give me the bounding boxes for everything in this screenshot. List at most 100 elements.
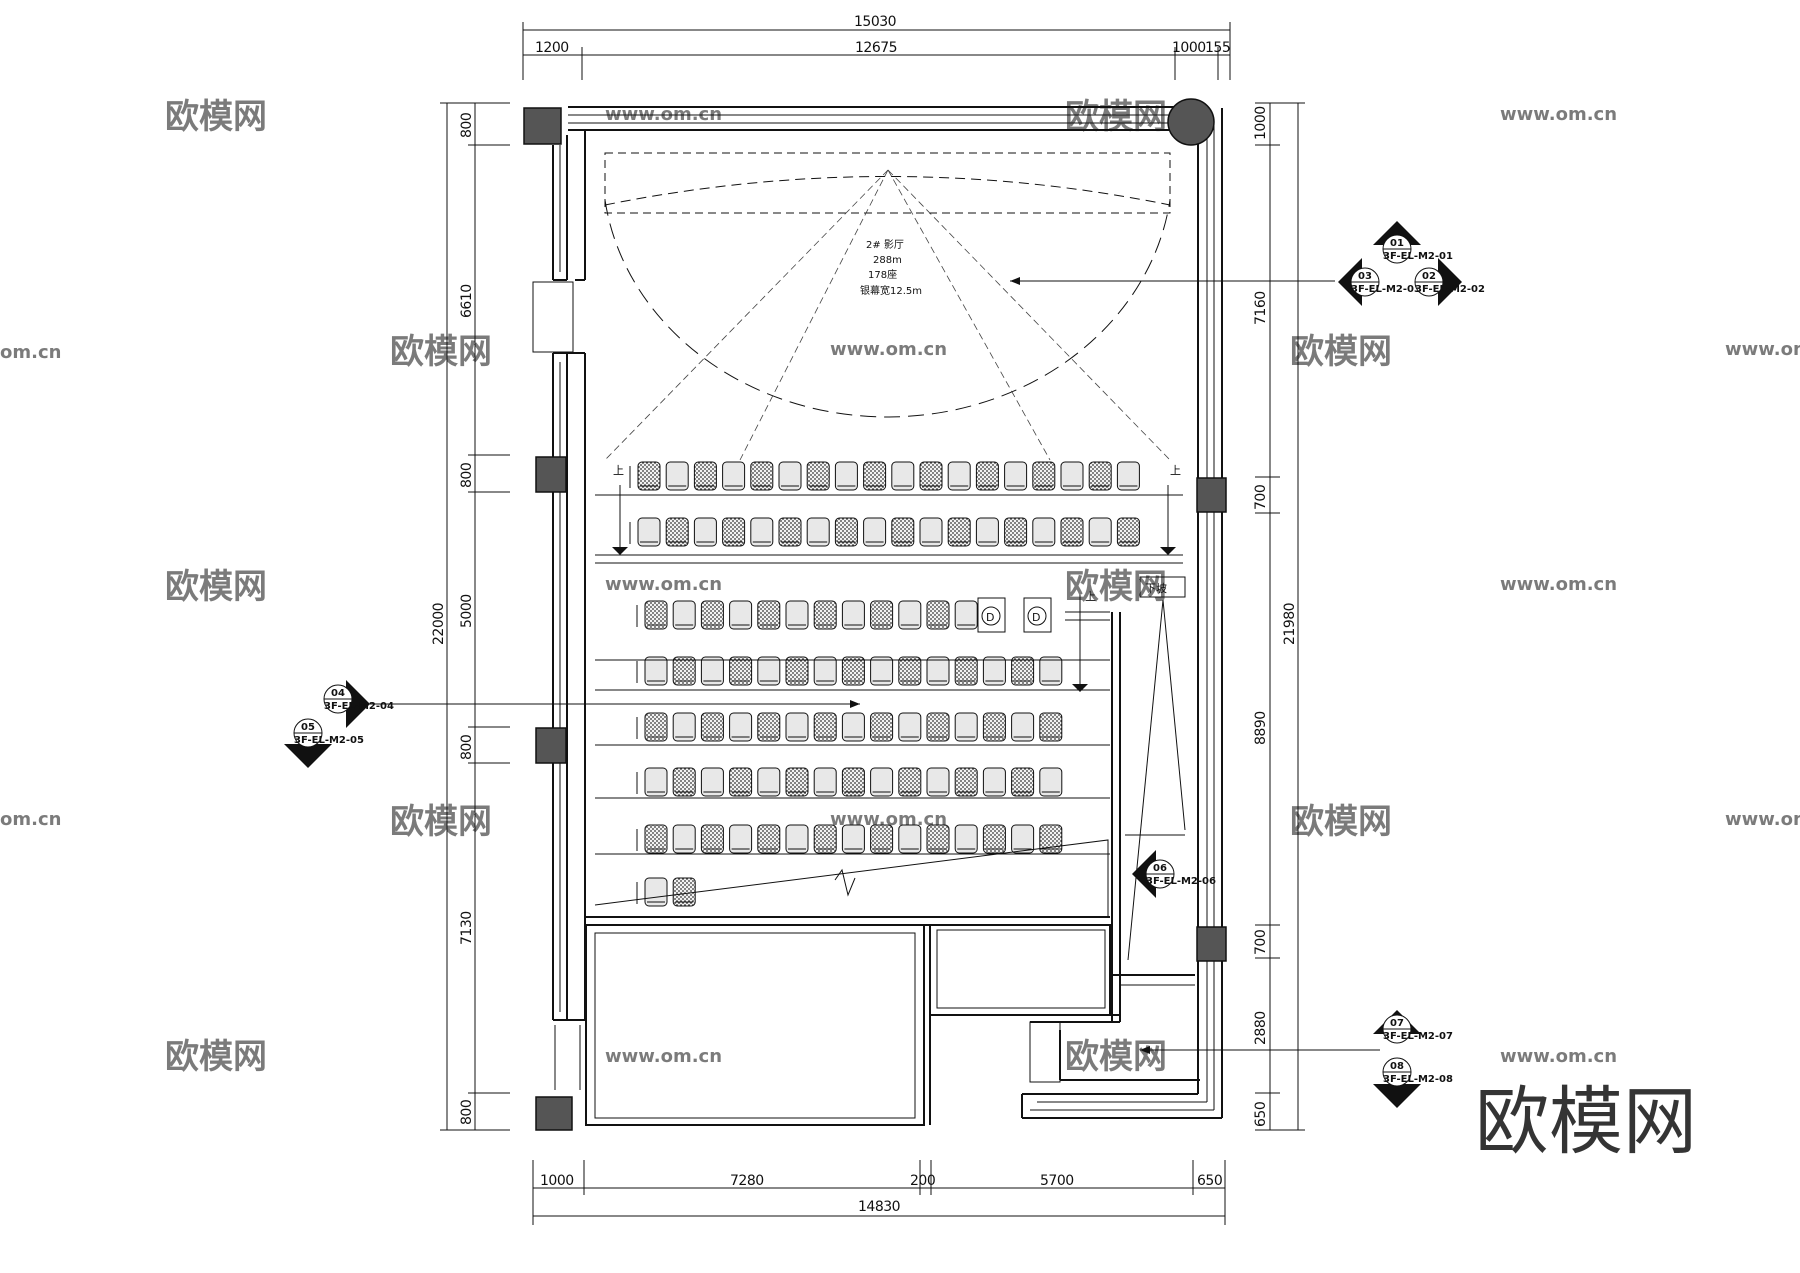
svg-text:3F-EL-M2-02: 3F-EL-M2-02 xyxy=(1415,284,1485,295)
seat xyxy=(644,712,668,742)
dim-left-total: 22000 xyxy=(431,603,447,645)
column xyxy=(523,107,562,145)
seat xyxy=(898,600,922,630)
dimension-right: 1000 7160 700 8890 700 2880 650 21980 xyxy=(1253,102,1305,1131)
watermark-url: www.om.cn xyxy=(1500,1046,1617,1067)
dim-bottom-part: 200 xyxy=(910,1173,935,1189)
watermark-url: www.om.cn xyxy=(1725,809,1800,830)
dim-left-part: 7130 xyxy=(459,911,475,945)
dim-top-part: 12675 xyxy=(855,40,897,56)
seat xyxy=(926,656,950,686)
dim-bottom-part: 5700 xyxy=(1040,1173,1074,1189)
dim-right-part: 7160 xyxy=(1253,291,1269,325)
watermark-url: om.cn xyxy=(0,342,61,363)
seat xyxy=(813,824,837,854)
seat xyxy=(757,600,781,630)
watermark-brand: 欧模网 xyxy=(1290,332,1392,372)
seat xyxy=(757,767,781,797)
watermark-url: www.om.cn xyxy=(1500,104,1617,125)
dim-top-total: 15030 xyxy=(854,14,896,30)
aisle-steps: 上 上 上 下坡 D D xyxy=(594,464,1186,961)
seat xyxy=(982,656,1006,686)
seat xyxy=(700,824,724,854)
seat xyxy=(722,517,746,547)
seat xyxy=(672,600,696,630)
disabled-seat-mark: D xyxy=(986,611,994,624)
seat xyxy=(757,824,781,854)
seat xyxy=(919,461,943,491)
seat xyxy=(982,824,1006,854)
seat xyxy=(982,767,1006,797)
seat xyxy=(954,767,978,797)
seat xyxy=(1039,767,1063,797)
seat xyxy=(1011,824,1035,854)
seat xyxy=(750,461,774,491)
dim-left-part: 800 xyxy=(459,113,475,138)
seat xyxy=(954,656,978,686)
seat xyxy=(778,461,802,491)
seat xyxy=(926,712,950,742)
dimension-top: 15030 1200 12675 1000 155 xyxy=(522,14,1231,80)
svg-text:06: 06 xyxy=(1153,863,1167,874)
seat xyxy=(898,824,922,854)
seat xyxy=(785,656,809,686)
watermark-brand: 欧模网 xyxy=(1065,1037,1167,1077)
seat xyxy=(891,461,915,491)
ramp-label: 下坡 xyxy=(1145,582,1167,595)
dim-left-part: 800 xyxy=(459,463,475,488)
seat xyxy=(806,517,830,547)
watermark-brand: 欧模网 xyxy=(1065,567,1167,607)
seat xyxy=(729,600,753,630)
seat xyxy=(1004,517,1028,547)
section-tag-02: 02 3F-EL-M2-02 xyxy=(1414,258,1485,306)
seat xyxy=(672,712,696,742)
seat xyxy=(813,656,837,686)
svg-text:3F-EL-M2-07: 3F-EL-M2-07 xyxy=(1383,1031,1453,1042)
seat xyxy=(834,517,858,547)
seat xyxy=(919,517,943,547)
seat xyxy=(778,517,802,547)
seat xyxy=(870,824,894,854)
seat xyxy=(665,517,689,547)
svg-text:03: 03 xyxy=(1358,271,1372,282)
seat xyxy=(947,461,971,491)
svg-text:3F-EL-M2-03: 3F-EL-M2-03 xyxy=(1351,284,1421,295)
seat xyxy=(1039,656,1063,686)
svg-text:08: 08 xyxy=(1390,1061,1404,1072)
seat xyxy=(813,600,837,630)
seat xyxy=(982,712,1006,742)
seat xyxy=(863,461,887,491)
seat xyxy=(1011,767,1035,797)
seat xyxy=(672,824,696,854)
column xyxy=(1196,477,1227,513)
seat xyxy=(644,824,668,854)
svg-text:3F-EL-M2-06: 3F-EL-M2-06 xyxy=(1146,876,1216,887)
seat xyxy=(644,767,668,797)
seat xyxy=(700,656,724,686)
seat xyxy=(1011,656,1035,686)
watermark-brand: 欧模网 xyxy=(390,332,492,372)
dim-bottom-part: 650 xyxy=(1197,1173,1222,1189)
seat xyxy=(700,767,724,797)
section-tags: 01 3F-EL-M2-01 03 3F-EL-M2-03 02 3F-EL-M… xyxy=(284,221,1485,1108)
seat xyxy=(1088,517,1112,547)
seat xyxy=(1011,712,1035,742)
section-tag-05: 05 3F-EL-M2-05 xyxy=(284,718,364,768)
disabled-seat-mark: D xyxy=(1032,611,1040,624)
seat xyxy=(757,712,781,742)
seat xyxy=(757,656,781,686)
watermark-brand: 欧模网 xyxy=(165,1037,267,1077)
dim-bottom-total: 14830 xyxy=(858,1199,900,1215)
step-up-mark: 上 xyxy=(613,464,624,477)
watermark-url: www.om.cn xyxy=(605,1046,722,1067)
seating-rows xyxy=(629,461,1140,907)
seat xyxy=(870,600,894,630)
seat xyxy=(898,656,922,686)
seat xyxy=(975,517,999,547)
seat xyxy=(841,767,865,797)
section-tag-04: 04 3F-EL-M2-04 xyxy=(323,680,394,728)
step-up-mark: 上 xyxy=(1170,464,1181,477)
hall-seats: 178座 xyxy=(868,268,897,281)
seat xyxy=(672,656,696,686)
